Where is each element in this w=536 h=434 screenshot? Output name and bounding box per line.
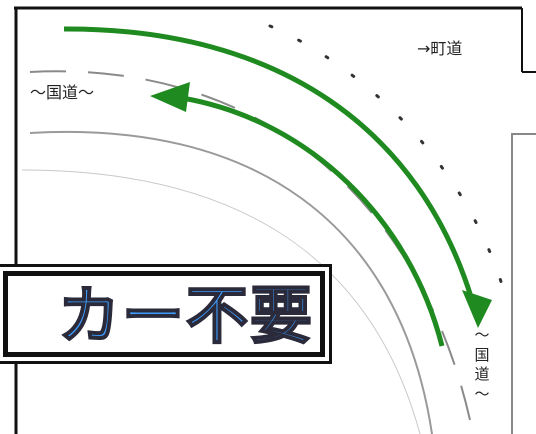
national-road-side-char: 道 [474,365,490,383]
national-road-label-side: ～ 国 道 ～ [473,326,491,404]
national-road-side-char: ～ [474,384,490,403]
national-road-side-char: 国 [474,345,490,364]
national-road-side-char: ～ [474,326,490,344]
national-road-label-top: ～国道～ [30,83,95,102]
road-inner-edge [29,130,433,434]
caption-banner: カー不要 [0,264,332,364]
arrow-head-down [462,290,492,328]
arrow-head-left [150,82,190,112]
caption-banner-inner: カー不要 [3,271,325,357]
road-outer-dotted-edge [268,24,508,300]
road-inner-edge-shadow [21,169,421,434]
road-center-line [29,70,471,421]
arrow-route-outbound [63,26,475,301]
arrow-route-return [181,95,445,347]
building-edge [511,133,536,434]
town-road-label: →町道 [417,39,463,58]
caption-banner-text: カー不要 [57,278,314,352]
